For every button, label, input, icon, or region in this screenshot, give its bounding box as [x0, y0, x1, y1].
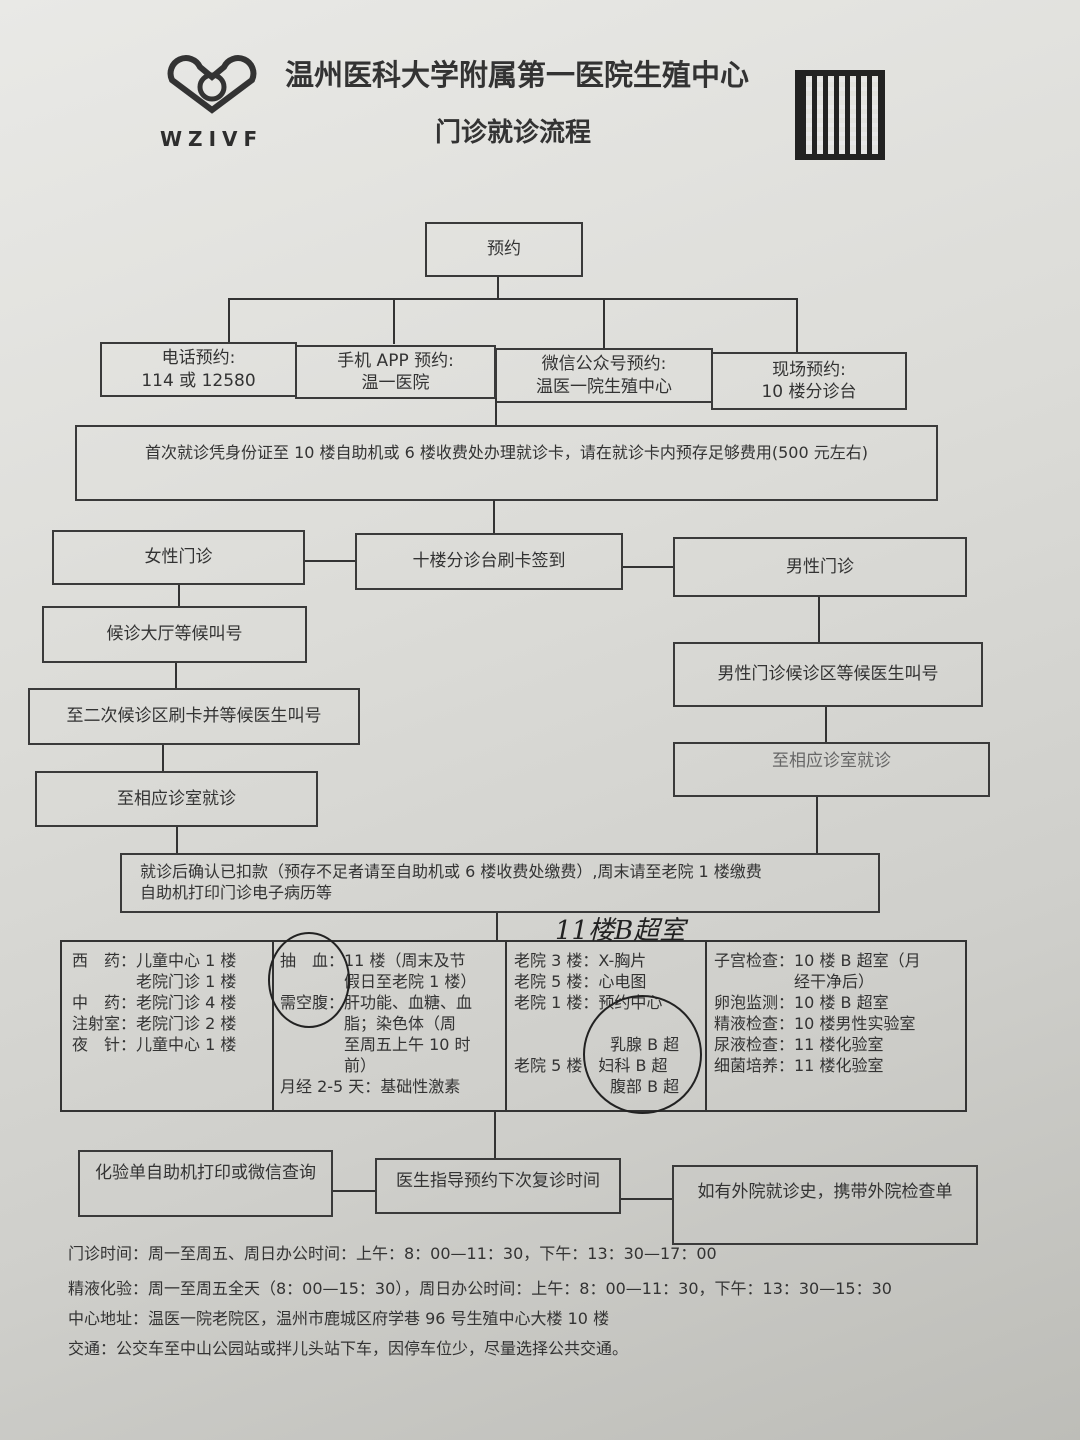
- first-visit-box: 首次就诊凭身份证至 10 楼自助机或 6 楼收费处办理就诊卡，请在就诊卡内预存足…: [75, 425, 938, 501]
- pharmacy-cell: 西 药：儿童中心 1 楼 老院门诊 1 楼 中 药：老院门诊 4 楼 注射室：老…: [72, 951, 237, 1054]
- exam-cell: 子宫检查：10 楼 B 超室（月 经干净后） 卵泡监测：10 楼 B 超室 精液…: [714, 951, 921, 1075]
- payment-text-2: 自助机打印门诊电子病历等: [140, 883, 333, 902]
- method-value: 温一医院: [361, 373, 430, 393]
- second-waiting-box: 至二次候诊区刷卡并等候医生叫号: [28, 688, 360, 745]
- appointment-box: 预约: [425, 222, 583, 277]
- logo: WZIVF: [160, 55, 265, 151]
- onsite-appointment-box: 现场预约:10 楼分诊台: [711, 352, 907, 410]
- phone-appointment-box: 电话预约:114 或 12580: [100, 342, 297, 397]
- payment-text: 就诊后确认已扣款（预存不足者请至自助机或 6 楼收费处缴费）,周末请至老院 1 …: [140, 862, 762, 882]
- male-consult-box: 至相应诊室就诊: [673, 742, 990, 797]
- center-address: 中心地址：温医一院老院区，温州市鹿城区府学巷 96 号生殖中心大楼 10 楼: [68, 1309, 610, 1328]
- heart-logo-icon: [167, 55, 257, 114]
- female-consult-box: 至相应诊室就诊: [35, 771, 318, 827]
- lab-print-box: 化验单自助机打印或微信查询: [78, 1150, 333, 1217]
- method-value: 温医一院生殖中心: [536, 376, 672, 397]
- method-value: 114 或 12580: [141, 370, 256, 391]
- male-clinic-box: 男性门诊: [673, 537, 967, 597]
- app-appointment-box: 手机 APP 预约:温一医院: [295, 345, 496, 399]
- handwritten-note: 11楼B超室: [555, 916, 686, 946]
- next-visit-box: 医生指导预约下次复诊时间: [375, 1158, 621, 1214]
- wechat-appointment-box: 微信公众号预约:温医一院生殖中心: [495, 348, 713, 403]
- female-clinic-box: 女性门诊: [52, 530, 305, 585]
- handwritten-circle: [583, 995, 702, 1114]
- clinic-hours: 门诊时间：周一至周五、周日办公时间：上午：8：00—11：30，下午：13：30…: [68, 1244, 717, 1263]
- payment-box: 就诊后确认已扣款（预存不足者请至自助机或 6 楼收费处缴费）,周末请至老院 1 …: [120, 853, 880, 913]
- method-title: 微信公众号预约:: [541, 354, 667, 375]
- method-title: 手机 APP 预约:: [337, 350, 454, 371]
- transport-info: 交通：公交车至中山公园站或拌儿头站下车，因停车位少，尽量选择公共交通。: [68, 1339, 629, 1358]
- waiting-hall-box: 候诊大厅等候叫号: [42, 606, 307, 663]
- semen-test-hours: 精液化验：周一至周五全天（8：00—15：30），周日办公时间：上午：8：00—…: [68, 1279, 892, 1298]
- method-title: 现场预约:: [772, 359, 846, 380]
- page-subtitle: 门诊就诊流程: [435, 118, 592, 148]
- department-table: 西 药：儿童中心 1 楼 老院门诊 1 楼 中 药：老院门诊 4 楼 注射室：老…: [60, 940, 967, 1112]
- logo-text: WZIVF: [160, 127, 264, 151]
- qr-code: [795, 70, 885, 160]
- male-waiting-box: 男性门诊候诊区等候医生叫号: [673, 642, 983, 707]
- method-value: 10 楼分诊台: [761, 382, 857, 402]
- page-title: 温州医科大学附属第一医院生殖中心: [285, 58, 750, 92]
- method-title: 电话预约:: [161, 348, 236, 369]
- outside-records-box: 如有外院就诊史，携带外院检查单: [672, 1165, 978, 1245]
- checkin-box: 十楼分诊台刷卡签到: [355, 533, 623, 590]
- handwritten-circle: [268, 932, 350, 1028]
